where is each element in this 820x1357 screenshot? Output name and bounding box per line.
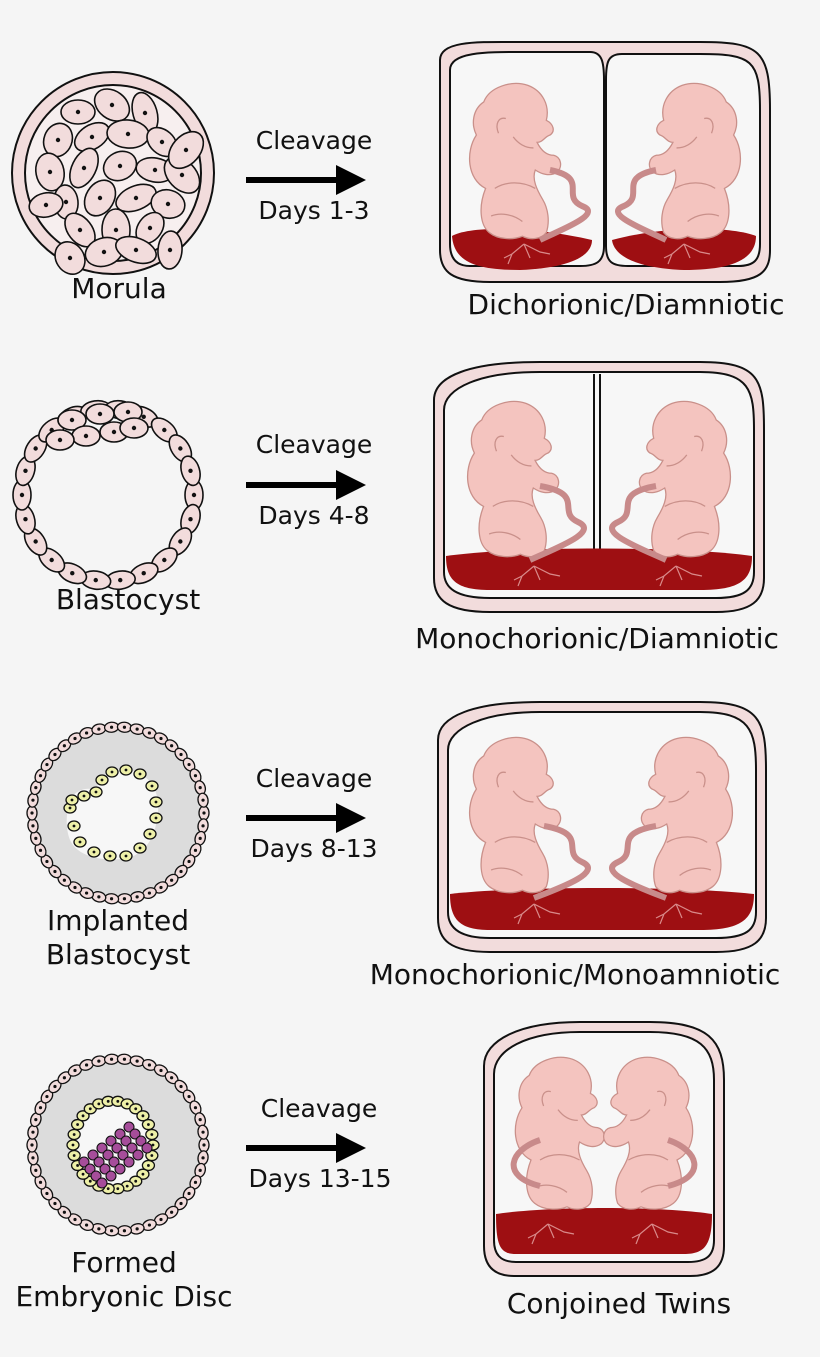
stage-label-blastocyst: Blastocyst (55, 583, 201, 616)
embryonic-disc-cell (123, 1156, 135, 1168)
embryonic-disc-cell (93, 1156, 105, 1168)
arrows (246, 165, 366, 1163)
embryonic-disc-cell (108, 1156, 120, 1168)
result-label-monochorionic-monoamniotic: Monochorionic/Monoamniotic (369, 958, 781, 991)
arrow-head-icon (336, 803, 366, 833)
morula-icon (11, 71, 215, 275)
embryonic-disc-cell (102, 1149, 114, 1161)
arrow-bottom-label: Days 1-3 (258, 196, 370, 225)
implanted-blastocyst-icon (26, 721, 210, 905)
arrow-bottom-label: Days 8-13 (250, 834, 378, 863)
arrow-top-label: Cleavage (255, 430, 373, 459)
embryonic-disc-cell (114, 1163, 126, 1175)
embryonic-disc-cell (126, 1142, 138, 1154)
result-label-monochorionic-diamniotic: Monochorionic/Diamniotic (415, 622, 779, 655)
arrow-head-icon (336, 1133, 366, 1163)
result-label-conjoined: Conjoined Twins (506, 1287, 732, 1320)
embryonic-disc-cell (96, 1177, 108, 1189)
embryonic-disc-icon (26, 1053, 210, 1237)
result-label-dichorionic: Dichorionic/Diamniotic (467, 288, 785, 321)
stage-label-embryonic-disc: Formed Embryonic Disc (15, 1246, 233, 1313)
arrow-top-label: Cleavage (260, 1094, 378, 1123)
arrow-head-icon (336, 470, 366, 500)
embryonic-disc-cell (105, 1170, 117, 1182)
embryonic-disc-cell (111, 1142, 123, 1154)
embryonic-disc-cell (90, 1170, 102, 1182)
embryonic-disc-cell (120, 1135, 132, 1147)
embryonic-disc-cell (78, 1156, 90, 1168)
embryonic-disc-cell (114, 1128, 126, 1140)
embryonic-disc-cell (132, 1149, 144, 1161)
embryonic-disc-cell (135, 1135, 147, 1147)
conjoined-twins-icon (483, 1021, 725, 1277)
arrow-top-label: Cleavage (255, 126, 373, 155)
stage-label-morula: Morula (71, 272, 167, 305)
embryonic-disc-cell (87, 1149, 99, 1161)
embryonic-disc-cell (123, 1121, 135, 1133)
embryonic-disc-cell (99, 1163, 111, 1175)
monochorionic-diamniotic-twins-icon (433, 361, 765, 613)
arrow-bottom-label: Days 13-15 (248, 1164, 392, 1193)
embryonic-disc-cell (141, 1142, 153, 1154)
embryonic-disc-cell (117, 1149, 129, 1161)
embryonic-disc-cell (129, 1128, 141, 1140)
arrow-bottom-label: Days 4-8 (258, 501, 370, 530)
embryonic-disc-cell (96, 1142, 108, 1154)
embryonic-disc-cell (105, 1135, 117, 1147)
embryonic-disc-cell (84, 1163, 96, 1175)
arrow-head-icon (336, 165, 366, 195)
dichorionic-twins-icon (439, 40, 771, 283)
arrow-top-label: Cleavage (255, 764, 373, 793)
stage-label-implanted-blastocyst: Implanted Blastocyst (45, 904, 191, 971)
monoamniotic-twins-icon (437, 701, 767, 953)
blastocyst-icon (12, 399, 204, 591)
